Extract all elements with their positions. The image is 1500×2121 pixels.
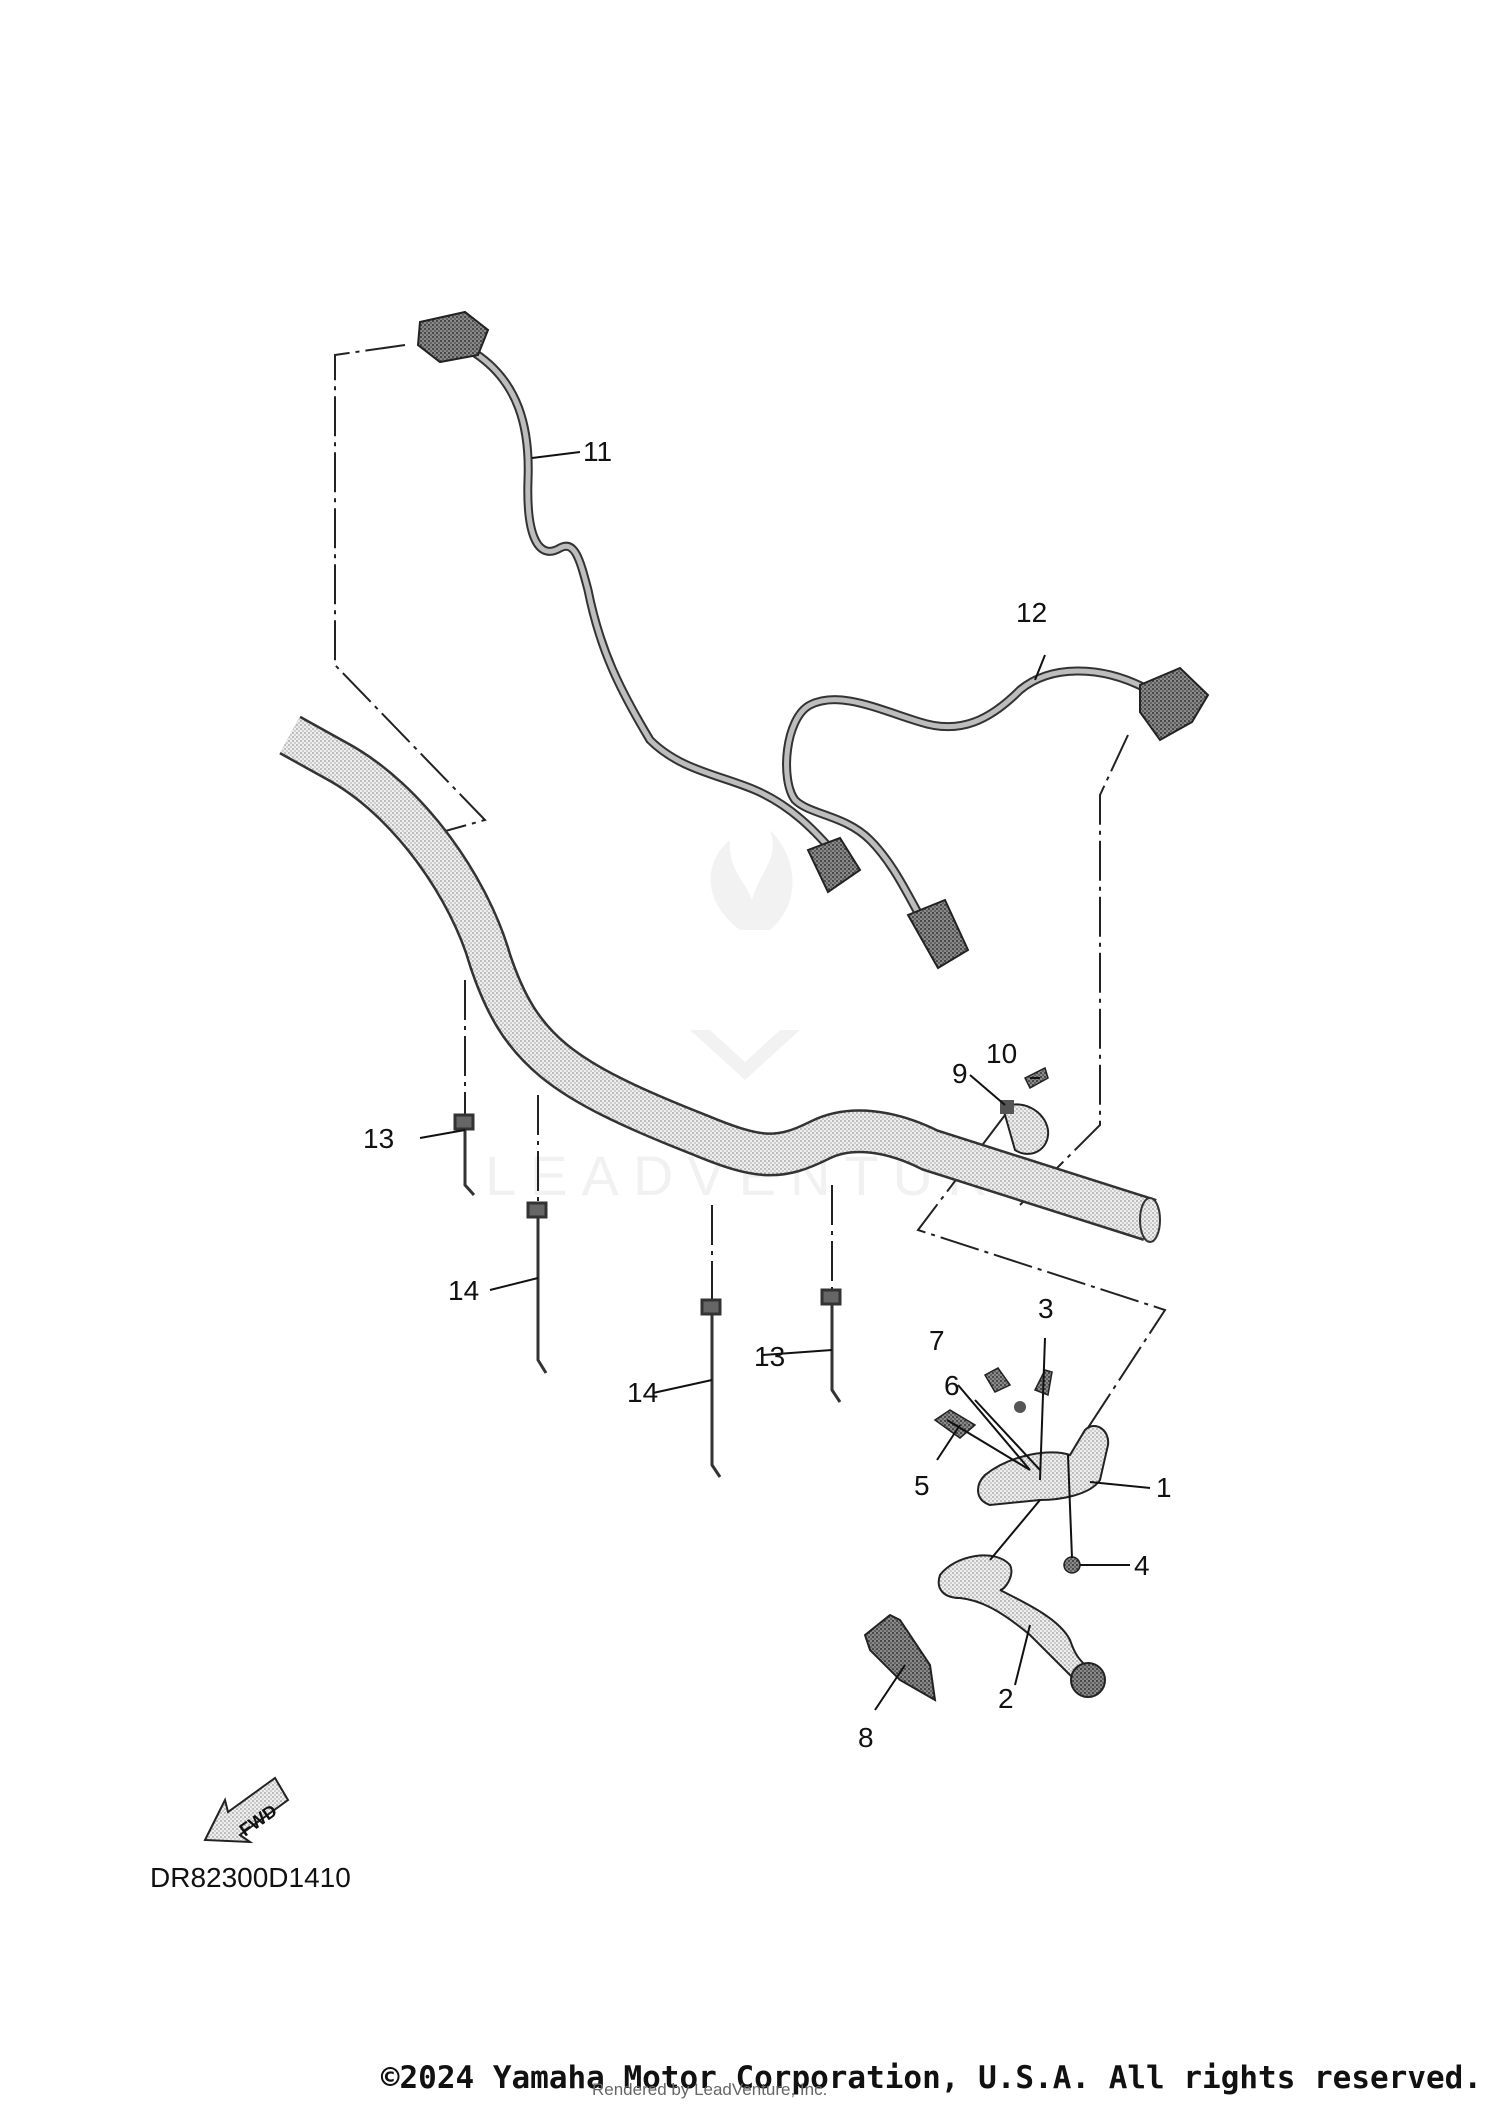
fwd-arrow-icon: FWD bbox=[203, 1776, 290, 1844]
callout-2: 2 bbox=[998, 1683, 1014, 1714]
callout-1: 1 bbox=[1156, 1472, 1172, 1503]
callout-12: 12 bbox=[1016, 597, 1047, 628]
callout-13-right: 13 bbox=[754, 1341, 785, 1372]
wire-lead-12 bbox=[782, 666, 1210, 970]
callout-labels: 11 12 10 9 13 14 13 14 3 7 6 5 1 4 2 8 bbox=[363, 436, 1172, 1753]
handlebar bbox=[279, 715, 1161, 1243]
rendered-by-note: Rendered by LeadVenture, Inc. bbox=[592, 2080, 828, 2099]
callout-14-left: 14 bbox=[448, 1275, 479, 1306]
screw-13a bbox=[453, 1113, 476, 1197]
callout-leaders bbox=[419, 451, 1151, 1711]
screw-14a bbox=[526, 1201, 548, 1374]
callout-7: 7 bbox=[929, 1325, 945, 1356]
callout-5: 5 bbox=[914, 1470, 930, 1501]
callout-9: 9 bbox=[952, 1058, 968, 1089]
lever-holder-1 bbox=[977, 1425, 1110, 1507]
callout-13-left: 13 bbox=[363, 1123, 394, 1154]
screw-13b bbox=[820, 1288, 842, 1403]
callout-14-right: 14 bbox=[627, 1377, 658, 1408]
copyright-notice: ©2024 Yamaha Motor Corporation, U.S.A. A… bbox=[380, 2060, 1482, 2096]
callout-6: 6 bbox=[944, 1370, 960, 1401]
callout-11: 11 bbox=[583, 436, 612, 467]
callout-4: 4 bbox=[1134, 1550, 1150, 1581]
screws-13-14 bbox=[453, 1113, 842, 1478]
callout-10: 10 bbox=[986, 1038, 1017, 1069]
screw-14b bbox=[700, 1298, 722, 1478]
callout-3: 3 bbox=[1038, 1293, 1054, 1324]
lever-2 bbox=[937, 1554, 1106, 1698]
wire-lead-11 bbox=[416, 310, 862, 894]
callout-8: 8 bbox=[858, 1722, 874, 1753]
diagram-code: DR82300D1410 bbox=[150, 1862, 351, 1893]
cover-8 bbox=[863, 1613, 937, 1702]
